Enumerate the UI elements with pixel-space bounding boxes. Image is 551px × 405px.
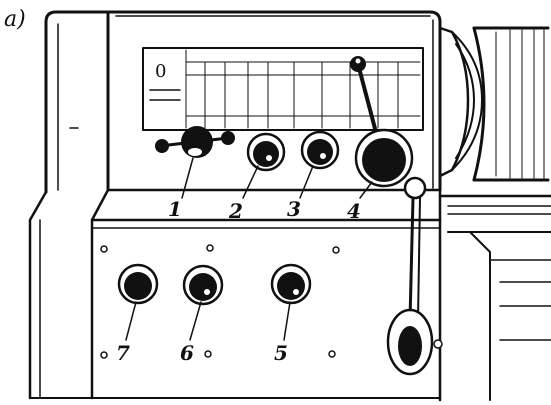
knob-5-highlight xyxy=(293,289,299,295)
main-lever-rod-right xyxy=(417,197,421,321)
spindle-housing xyxy=(438,26,470,178)
lathe-bed xyxy=(438,194,551,401)
knob-2-highlight xyxy=(266,155,272,161)
main-lever-ball xyxy=(403,176,427,200)
screw-icon xyxy=(204,350,212,358)
knob-6-cap xyxy=(189,273,217,301)
panel-dial-digit: 0 xyxy=(155,61,166,82)
knob-1-left-ball xyxy=(155,139,169,153)
leader-6 xyxy=(189,301,202,341)
main-lever-hub-core xyxy=(398,326,422,366)
knob-5-cap xyxy=(277,272,305,300)
spindle-flange xyxy=(451,31,483,171)
screw-holes xyxy=(100,244,340,359)
indicator-panel: 0 xyxy=(142,47,424,131)
bed-leg xyxy=(469,231,491,401)
upper-box-outline xyxy=(106,10,442,192)
knob-4-ball-highlight xyxy=(355,58,361,64)
leader-4 xyxy=(359,181,373,199)
label-6: 6 xyxy=(180,341,194,365)
knob-6-highlight xyxy=(204,289,210,295)
knob-4-cap xyxy=(362,138,406,182)
leader-2 xyxy=(242,165,259,199)
spindle-groove xyxy=(455,43,475,159)
label-2: 2 xyxy=(228,199,243,223)
knob-3-cap xyxy=(307,139,333,165)
leader-7 xyxy=(125,301,137,341)
chuck-face xyxy=(472,26,486,182)
leader-5 xyxy=(283,301,291,341)
knob-6[interactable] xyxy=(182,264,224,306)
screw-icon xyxy=(206,244,214,252)
knob-2-cap xyxy=(253,141,279,167)
main-lever[interactable] xyxy=(386,176,443,376)
screw-icon xyxy=(100,245,108,253)
label-1: 1 xyxy=(168,197,182,221)
spindle-chuck xyxy=(438,26,550,182)
leader-1 xyxy=(181,157,194,199)
main-lever-rod-left xyxy=(408,196,415,322)
headstock-body xyxy=(28,10,442,402)
knob-3-highlight xyxy=(320,153,326,159)
label-3: 3 xyxy=(287,197,301,221)
indicator-panel-frame xyxy=(142,47,424,131)
main-lever-pin xyxy=(433,339,443,349)
knob-3[interactable] xyxy=(300,130,340,170)
knob-5[interactable] xyxy=(270,263,312,305)
screw-icon xyxy=(100,351,108,359)
knob-4[interactable] xyxy=(350,56,414,188)
label-5: 5 xyxy=(274,341,288,365)
chuck-edges xyxy=(472,26,550,182)
left-column-outline xyxy=(44,10,110,192)
label-7: 7 xyxy=(116,341,130,365)
label-4: 4 xyxy=(347,199,361,223)
knob-7-cap xyxy=(124,272,152,300)
knob-1[interactable] xyxy=(155,126,235,158)
knob-4-lever xyxy=(356,62,380,142)
leader-lines xyxy=(125,157,373,341)
lower-left-shoulder xyxy=(28,190,48,400)
knob-2[interactable] xyxy=(246,132,286,172)
knob-1-right-ball xyxy=(221,131,235,145)
knob-1-highlight xyxy=(188,148,202,156)
figure-label: а) xyxy=(4,7,26,32)
screw-icon xyxy=(332,246,340,254)
knob-4-lever-ball xyxy=(350,56,366,72)
screw-icon xyxy=(328,350,336,358)
leader-3 xyxy=(299,165,314,199)
knob-7[interactable] xyxy=(117,263,159,305)
